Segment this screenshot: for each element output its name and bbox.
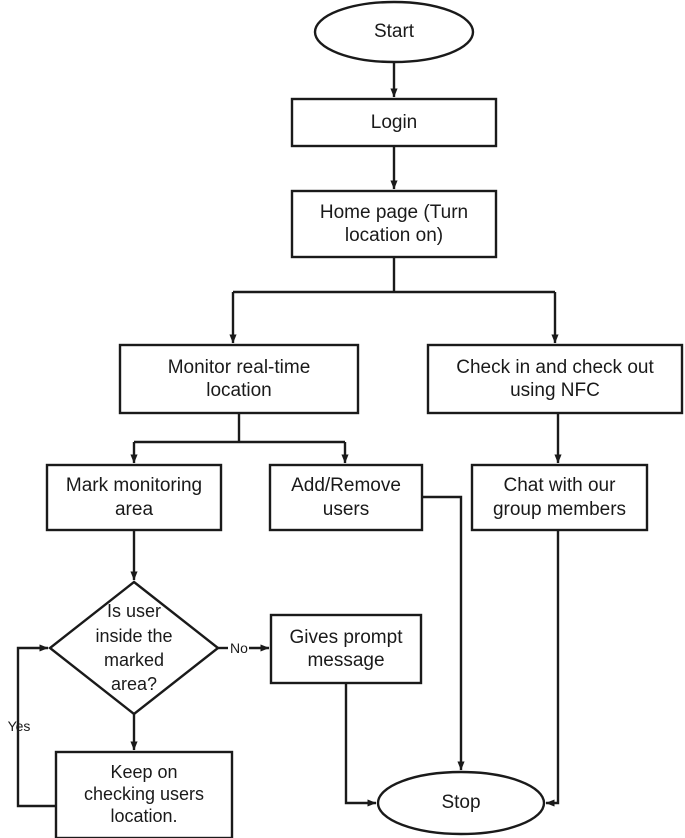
node-home-page[interactable] xyxy=(292,191,496,257)
node-start[interactable] xyxy=(315,2,473,62)
edge-chat-members-to-stop xyxy=(545,530,560,807)
node-stop[interactable] xyxy=(378,772,544,834)
node-keep-checking-shape[interactable] xyxy=(54,750,234,838)
node-login-shape[interactable] xyxy=(290,97,498,148)
node-gives-prompt[interactable] xyxy=(271,615,421,683)
node-home-page-shape[interactable] xyxy=(290,189,498,259)
node-stop-shape[interactable] xyxy=(376,770,546,836)
node-monitor-location[interactable] xyxy=(120,345,358,413)
edge-keep-checking-yes-loop xyxy=(16,644,56,808)
node-check-nfc[interactable] xyxy=(428,345,682,413)
node-add-remove-users-shape[interactable] xyxy=(268,463,424,532)
node-gives-prompt-shape[interactable] xyxy=(269,613,423,685)
node-check-nfc-shape[interactable] xyxy=(426,343,684,415)
node-monitor-location-shape[interactable] xyxy=(118,343,360,415)
node-is-user-inside[interactable] xyxy=(50,582,218,714)
node-add-remove-users[interactable] xyxy=(270,465,422,530)
node-mark-area[interactable] xyxy=(47,465,221,530)
node-keep-checking[interactable] xyxy=(56,752,232,838)
edge-add-remove-users-to-stop xyxy=(422,495,465,771)
node-chat-members[interactable] xyxy=(472,465,647,530)
edge-gives-prompt-to-stop xyxy=(344,683,377,807)
node-login[interactable] xyxy=(292,99,496,146)
node-chat-members-shape[interactable] xyxy=(470,463,649,532)
